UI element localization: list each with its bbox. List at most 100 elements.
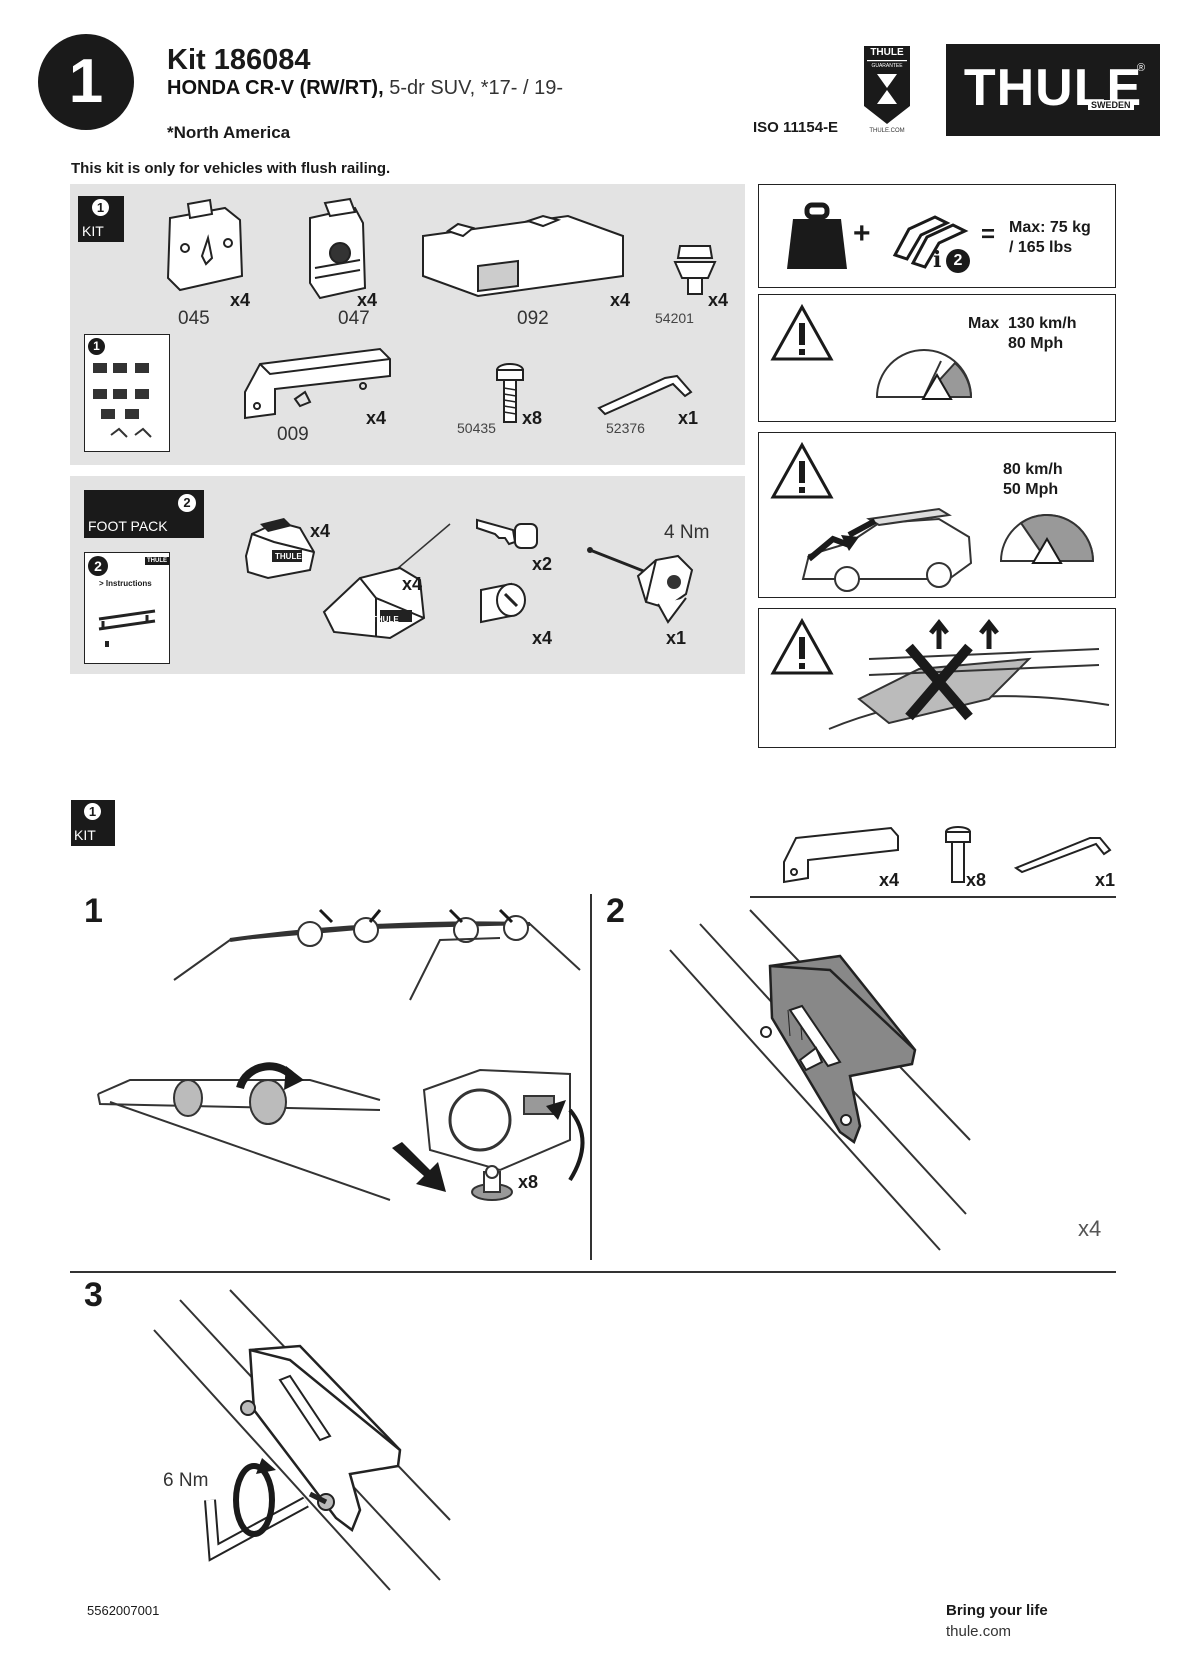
key-icon (476, 518, 538, 549)
kit-badge: 1 KIT (78, 196, 124, 242)
booklet-2-brand: THULE (145, 557, 169, 565)
bracket-small-icon (783, 826, 899, 884)
parts-row-rule (750, 896, 1116, 898)
kit-badge-small: 1 KIT (71, 800, 115, 846)
torque-4nm: 4 Nm (664, 522, 710, 543)
qty-foot-b: x4 (402, 574, 423, 594)
step-2-illustration (669, 909, 971, 1251)
thule-logo: THULE ® SWEDEN (946, 44, 1160, 136)
qty-009: x4 (366, 408, 387, 428)
hex-key-52376-icon (597, 374, 693, 416)
step-1-dashboard-icon (422, 1068, 585, 1182)
bracket-009-icon (244, 347, 391, 420)
qty-foot-a: x4 (310, 521, 331, 541)
wind-speed-kmh: 80 km/h (1003, 461, 1063, 478)
knob-54201-icon (673, 245, 717, 295)
step-1-qty: x8 (518, 1172, 539, 1192)
step-divider-vertical (590, 894, 592, 1260)
speed-max-kmh: 130 km/h (1008, 315, 1077, 332)
foot-flush-logo: THULE (372, 615, 399, 624)
speed-max-mph: 80 Mph (1008, 335, 1064, 352)
footer-url: thule.com (946, 1623, 1012, 1640)
equals-sign: = (981, 221, 996, 248)
booklet-1-number: 1 (88, 338, 105, 355)
guarantee-url: THULE.COM (869, 128, 905, 134)
step-3-torque: 6 Nm (163, 1470, 209, 1491)
kit-badge-number: 1 (92, 199, 109, 216)
code-54201: 54201 (655, 310, 694, 326)
kit-contents-panel: 1 KIT x4 045 x4 047 x4 092 x4 54201 1 (70, 184, 745, 465)
step-2-number: 2 (606, 892, 625, 930)
plus-sign: + (853, 217, 871, 250)
qty-045: x4 (230, 290, 251, 310)
vehicle-details: 5-dr SUV, *17- / 19- (383, 77, 563, 99)
wind-speed-mph: 50 Mph (1003, 481, 1059, 498)
no-lift-bars-box (758, 608, 1116, 748)
foot-pack-panel: 2 FOOT PACK 2 THULE > Instructions THULE… (70, 476, 745, 674)
max-load-box: + i 2 = Max: 75 kg / 165 lbs (758, 184, 1116, 288)
step-1-cap-icon (471, 1165, 513, 1201)
car-with-load-icon (801, 507, 973, 592)
code-52376: 52376 (606, 420, 645, 436)
speedometer-icon-2 (999, 513, 1095, 564)
kit-badge-small-label: KIT (74, 827, 96, 843)
document-number: 5562007001 (87, 1603, 160, 1618)
thule-logo-reg: ® (1137, 62, 1146, 74)
qty-52376: x1 (678, 408, 699, 428)
flush-railing-notice: This kit is only for vehicles with flush… (71, 160, 391, 177)
pad-047-icon (309, 197, 367, 300)
thule-logo-sub: SWEDEN (1088, 100, 1134, 110)
guarantee-shield-icon (864, 46, 910, 124)
foot-flush-icon (322, 566, 426, 640)
step-1-down-arrow (392, 1142, 446, 1192)
foot-pack-badge: 2 FOOT PACK (84, 490, 204, 538)
hex-key-small-icon (1013, 837, 1112, 874)
qty-parts-row-a: x4 (879, 870, 900, 890)
foot-evo-icon (244, 518, 316, 580)
torque-tool-icon (587, 547, 694, 624)
screw-50435-icon (496, 363, 524, 423)
booklet-2-text: > Instructions (99, 579, 152, 588)
step-1-roof-illustration (173, 908, 581, 1001)
code-045: 045 (178, 308, 210, 329)
qty-key: x2 (532, 554, 553, 574)
code-047: 047 (338, 308, 370, 329)
qty-tool: x1 (666, 628, 687, 648)
step-1-cover-removal (97, 1062, 391, 1201)
speedometer-icon (875, 349, 973, 400)
step-badge: 1 (38, 34, 134, 130)
foot-pack-booklet: 2 THULE > Instructions (84, 552, 170, 664)
qty-50435: x8 (522, 408, 543, 428)
warning-triangle-icon-2 (770, 441, 834, 499)
lock-cylinder-icon (480, 582, 526, 624)
guarantee-brand: THULE (870, 47, 904, 58)
foot-evo-logo: THULE (275, 552, 302, 561)
info-i-glyph: i (933, 247, 942, 273)
guarantee-badge: THULE GUARANTEE THULE.COM (862, 44, 912, 136)
adapter-045-icon (166, 198, 244, 292)
qty-lock: x4 (532, 628, 553, 648)
info-number: 2 (946, 249, 970, 273)
foot-pack-badge-label: FOOT PACK (88, 518, 168, 534)
guarantee-text: GUARANTEE (871, 63, 903, 69)
booklet-2-number: 2 (88, 556, 108, 576)
step-divider-horizontal (70, 1271, 1116, 1273)
lift-prohibited-icon (828, 618, 1110, 730)
kit-title: Kit 186084 (167, 44, 311, 76)
max-load-lbs: / 165 lbs (1009, 239, 1073, 256)
kit-badge-label: KIT (82, 223, 104, 239)
step-2-qty: x4 (1078, 1216, 1102, 1241)
qty-parts-row-b: x8 (966, 870, 987, 890)
qty-parts-row-c: x1 (1095, 870, 1116, 890)
base-092-icon (422, 214, 624, 298)
warning-triangle-icon-3 (770, 617, 834, 675)
screw-small-icon (945, 826, 971, 883)
step-1-number: 1 (84, 892, 103, 930)
roof-bars-icon (892, 215, 969, 269)
qty-54201: x4 (708, 290, 729, 310)
code-092: 092 (517, 308, 549, 329)
booklet-2-bars-icon (98, 609, 156, 647)
weight-icon (787, 202, 847, 269)
foot-pack-badge-number: 2 (178, 494, 196, 512)
max-load-kg: Max: 75 kg (1009, 219, 1091, 236)
